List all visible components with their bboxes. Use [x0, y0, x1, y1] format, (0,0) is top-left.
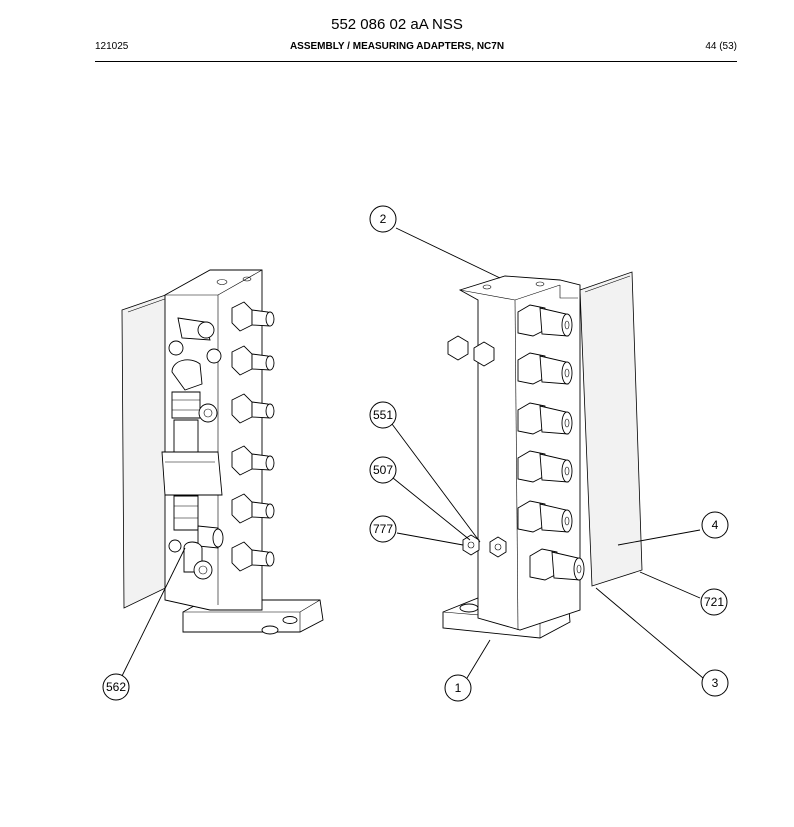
page-number: 44 (53) — [705, 41, 737, 52]
callout-1: 1 — [444, 674, 472, 702]
callout-721: 721 — [700, 588, 728, 616]
callout-2: 2 — [369, 205, 397, 233]
document-number: 552 086 02 aA NSS — [331, 16, 463, 33]
leader-lines — [121, 227, 704, 679]
callout-label: 507 — [373, 463, 393, 477]
callout-label: 1 — [455, 681, 462, 695]
callout-551: 551 — [369, 401, 397, 429]
callout-4: 4 — [701, 511, 729, 539]
callout-label: 551 — [373, 408, 393, 422]
left-tubing — [168, 317, 224, 580]
left-hex-fittings — [231, 301, 275, 572]
callout-label: 4 — [712, 518, 719, 532]
right-assembly — [442, 271, 643, 639]
callout-3: 3 — [701, 669, 729, 697]
callout-label: 777 — [373, 522, 393, 536]
callout-507: 507 — [369, 456, 397, 484]
right-quick-couplings — [517, 304, 585, 581]
callout-562: 562 — [102, 673, 130, 701]
callout-label: 3 — [712, 676, 719, 690]
header-rule — [95, 61, 737, 62]
left-assembly — [121, 269, 324, 635]
callout-label: 562 — [106, 680, 126, 694]
callout-777: 777 — [369, 515, 397, 543]
callout-label: 2 — [380, 212, 387, 226]
right-back-plate — [579, 271, 643, 587]
right-side-nuts — [447, 335, 507, 558]
document-date: 121025 — [95, 41, 129, 52]
callout-label: 721 — [704, 595, 724, 609]
document-title: ASSEMBLY / MEASURING ADAPTERS, NC7N — [289, 41, 505, 52]
